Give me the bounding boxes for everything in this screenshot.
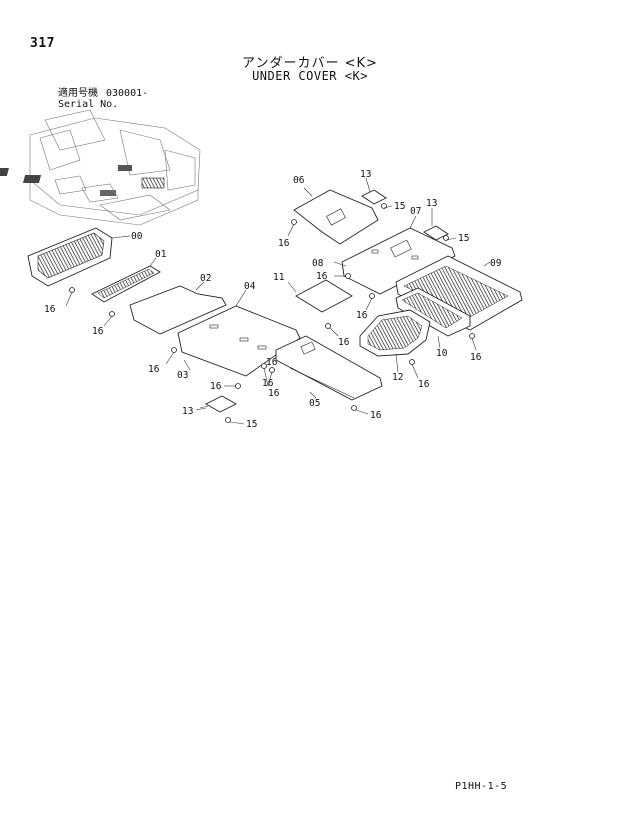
page-number: 317 <box>30 36 55 51</box>
callout-labels: 00 01 02 03 04 05 06 07 08 09 10 11 12 1… <box>44 169 502 430</box>
callout-11: 11 <box>273 272 285 283</box>
callout-15-a: 15 <box>394 201 405 212</box>
part-11-cover-plate <box>295 279 353 313</box>
footer-page-code: P1HH-1-5 <box>455 781 508 792</box>
callout-16-b: 16 <box>92 326 104 337</box>
callout-06: 06 <box>293 175 305 186</box>
callout-15-c: 15 <box>246 419 257 430</box>
callout-16-k: 16 <box>418 379 430 390</box>
part-09-grille-cover <box>395 255 523 331</box>
callout-09: 09 <box>490 258 502 269</box>
part-00-grille-cover <box>27 227 113 287</box>
part-10-grille-cover <box>395 287 471 337</box>
serial-row: 適用号機 030001- <box>58 88 148 99</box>
serial-value: 030001- <box>106 88 149 99</box>
callout-13-b: 13 <box>426 198 437 209</box>
part-06-under-cover <box>293 189 379 245</box>
callout-16-j: 16 <box>338 337 350 348</box>
serial-label-japanese: 適用号機 <box>58 88 98 99</box>
callout-13-a: 13 <box>360 169 371 180</box>
callout-10: 10 <box>436 348 448 359</box>
leader-lines <box>65 177 491 425</box>
callout-16-l: 16 <box>470 352 482 363</box>
serial-number-block: 適用号機 030001- Serial No. <box>58 88 148 110</box>
callout-16-f: 16 <box>370 410 382 421</box>
callout-16-g: 16 <box>278 238 290 249</box>
callout-16-a: 16 <box>44 304 56 315</box>
callout-00: 00 <box>131 231 143 242</box>
page-title-japanese: アンダーカバー <K> <box>242 56 378 71</box>
callout-13-c: 13 <box>182 406 193 417</box>
callout-01: 01 <box>155 249 167 260</box>
callout-16-m: 16 <box>262 378 274 389</box>
callout-03: 03 <box>177 370 188 381</box>
part-02-under-cover <box>129 285 227 335</box>
callout-07: 07 <box>410 206 421 217</box>
callout-16-h: 16 <box>316 271 328 282</box>
machine-overview-sketch <box>0 109 201 226</box>
page-title-english: UNDER COVER <K> <box>252 69 368 83</box>
callout-12: 12 <box>392 372 403 383</box>
callout-16-c: 16 <box>148 364 160 375</box>
callout-16-d: 16 <box>210 381 222 392</box>
callout-04: 04 <box>244 281 256 292</box>
part-01-grille-cover <box>91 265 161 303</box>
callout-16-i: 16 <box>356 310 368 321</box>
callout-16-e: 16 <box>268 388 280 399</box>
callout-15-b: 15 <box>458 233 469 244</box>
callout-16-n: 16 <box>266 357 278 368</box>
callout-05: 05 <box>309 398 320 409</box>
callout-08: 08 <box>312 258 324 269</box>
bolts <box>69 203 475 423</box>
part-05-under-cover <box>275 335 383 401</box>
serial-label-english: Serial No. <box>58 99 119 110</box>
callout-02: 02 <box>200 273 211 284</box>
part-12-grille-cover <box>359 309 431 357</box>
